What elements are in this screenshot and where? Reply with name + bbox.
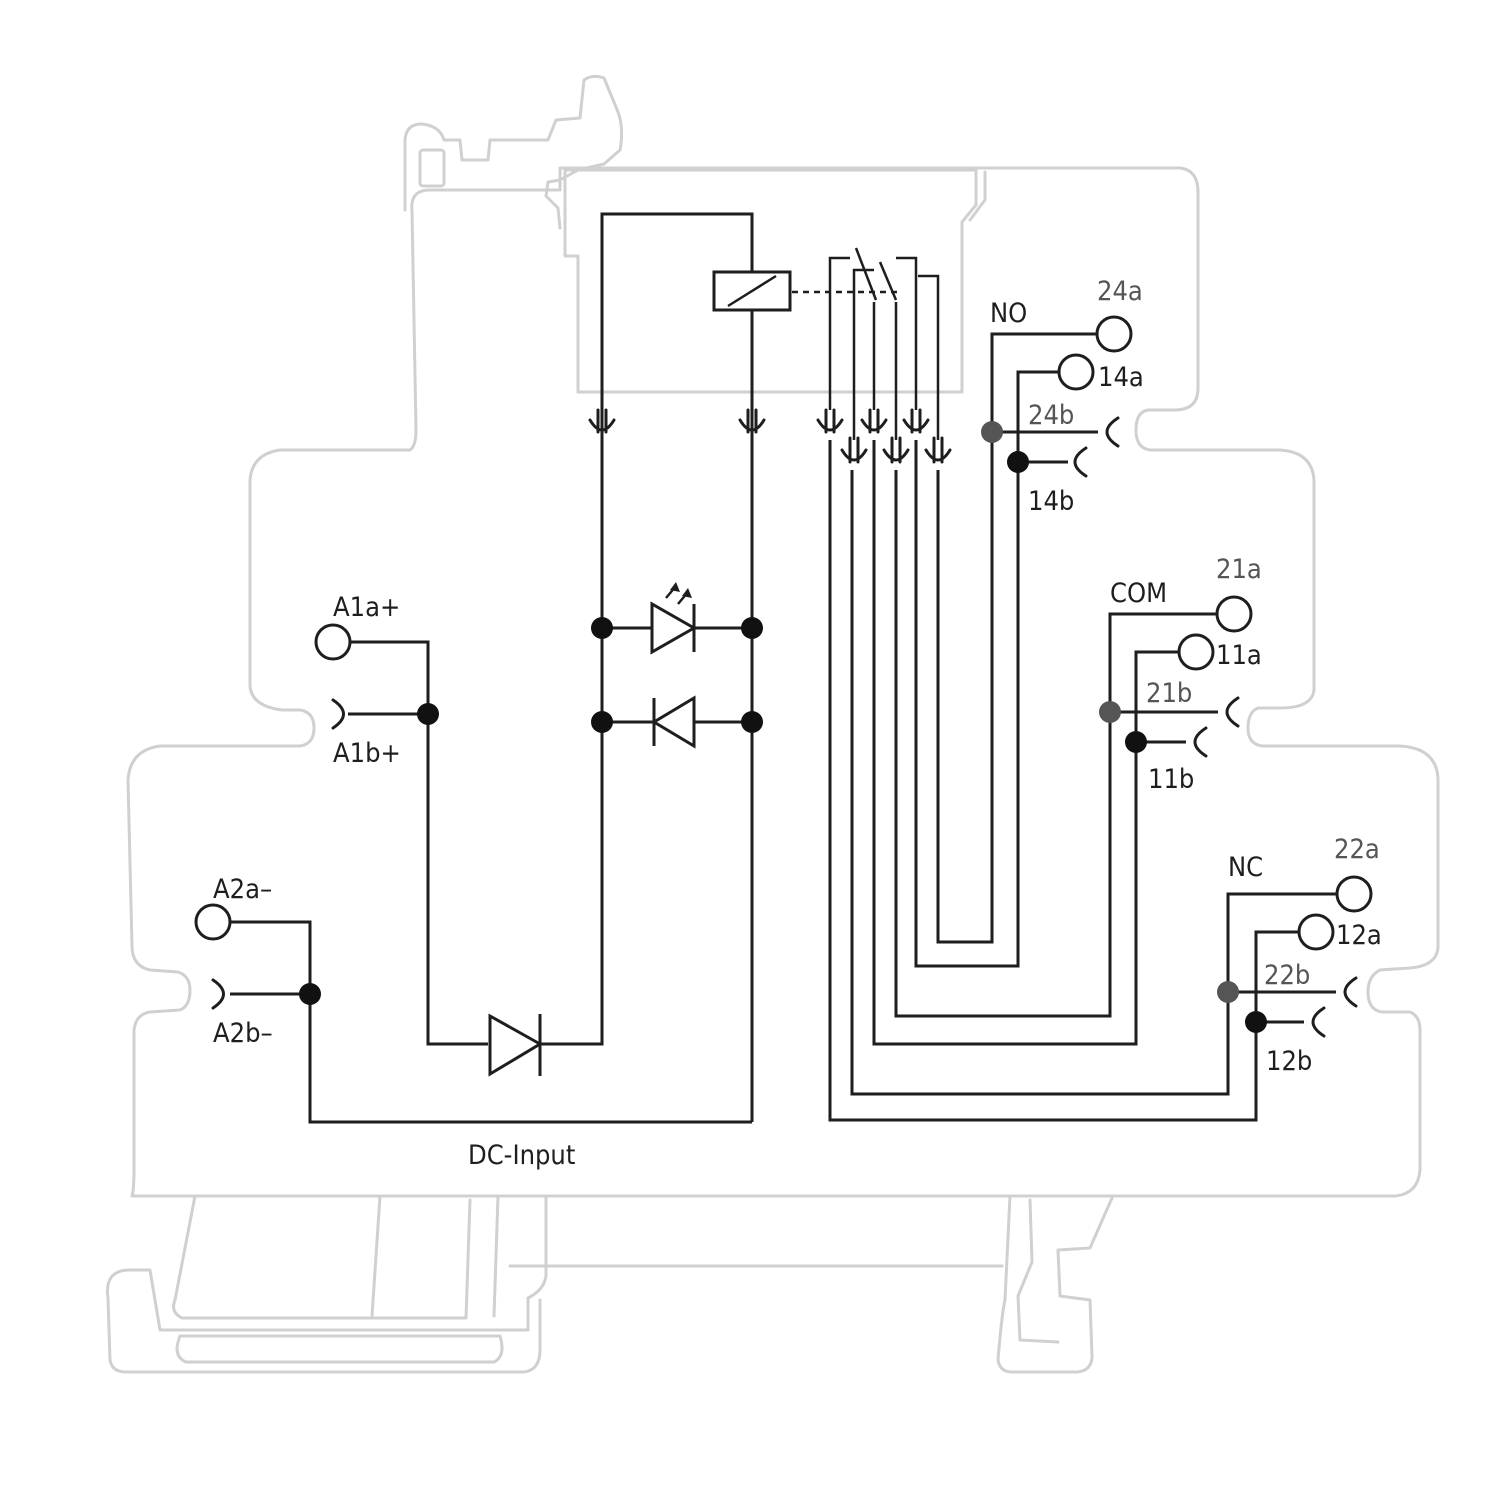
contact-wire-5 [896, 256, 918, 410]
terminal-22b-socket [1343, 976, 1358, 1008]
terminal-a2b-socket [211, 978, 225, 1010]
node-a2 [299, 983, 321, 1005]
led-indicator [650, 582, 698, 655]
terminal-12b-socket [1311, 1006, 1326, 1038]
label-a2a: A2a– [213, 874, 272, 905]
contact-plug-pins [816, 408, 952, 464]
terminal-14b-socket [1073, 446, 1088, 478]
label-a2b: A2b– [213, 1018, 273, 1049]
output-circuit [816, 247, 1373, 1122]
wire-a1a [350, 640, 488, 1046]
terminal-24a [1095, 315, 1133, 353]
housing-right-module [968, 170, 987, 222]
label-no: NO [990, 298, 1027, 329]
terminal-24b-socket [1105, 416, 1120, 448]
node-a1 [417, 703, 439, 725]
terminal-a1b-socket [331, 698, 345, 730]
housing-body [126, 166, 1440, 1198]
label-24a: 24a [1097, 276, 1143, 307]
led-arrow-head-2 [682, 588, 692, 598]
node-com [1099, 701, 1121, 723]
coil-plug-pins [588, 408, 766, 434]
label-21a: 21a [1216, 554, 1262, 585]
freewheel-diode-triangle [651, 695, 696, 749]
terminal-21b-socket [1225, 696, 1240, 728]
label-a1a: A1a+ [333, 592, 400, 623]
node-nc [1217, 981, 1239, 1003]
wire-out-6 [936, 332, 1098, 944]
wire-a2a [230, 920, 752, 1124]
terminal-22a [1335, 875, 1373, 913]
contact-pin-6 [924, 436, 952, 464]
contact-pin-4 [840, 436, 868, 464]
freewheel-diode [651, 695, 696, 749]
label-a1b: A1b+ [333, 738, 401, 769]
node-14 [1007, 451, 1029, 473]
terminal-12a [1297, 913, 1335, 951]
housing-latch-window [418, 148, 446, 188]
terminal-11a [1177, 633, 1215, 671]
series-diode-triangle [488, 1013, 543, 1077]
contact-pin-1 [816, 408, 844, 434]
series-diode [488, 1013, 543, 1077]
contact-blade-1 [854, 247, 878, 301]
label-nc: NC [1228, 852, 1263, 883]
led-triangle [650, 601, 698, 655]
wire-out-1 [828, 440, 1300, 1122]
coil-pin-left [588, 408, 616, 434]
node-no [981, 421, 1003, 443]
label-22a: 22a [1334, 834, 1380, 865]
wire-out-3 [872, 440, 1180, 1046]
label-14a: 14a [1098, 362, 1144, 393]
node-led-left [591, 617, 613, 639]
label-12a: 12a [1336, 920, 1382, 951]
terminal-14a [1057, 353, 1095, 391]
label-24b: 24b [1028, 400, 1074, 431]
housing-din-clip [508, 1194, 1114, 1374]
contact-wire-1 [828, 256, 850, 410]
wire-diode-to-coil [540, 212, 754, 1046]
label-11a: 11a [1216, 640, 1262, 671]
node-12 [1245, 1011, 1267, 1033]
label-com: COM [1110, 578, 1167, 609]
label-14b: 14b [1028, 486, 1074, 517]
terminal-a2a [194, 903, 232, 941]
label-dc-input: DC-Input [468, 1140, 575, 1171]
label-12b: 12b [1266, 1046, 1312, 1077]
node-diode-right [741, 711, 763, 733]
node-led-right [741, 617, 763, 639]
label-11b: 11b [1148, 764, 1194, 795]
terminal-a1a [314, 623, 352, 661]
coil-pin-right [738, 408, 766, 434]
housing-top-module [563, 168, 978, 394]
labels: A1a+ A1b+ A2a– A2b– DC-Input NO 24a 14a … [213, 276, 1382, 1171]
led-arrow-head-1 [670, 582, 680, 592]
contact-pin-3 [902, 408, 930, 434]
contact-pin-5 [882, 436, 910, 464]
wire-out-4 [894, 470, 1218, 1018]
contact-pin-2 [860, 408, 888, 434]
contact-wire-3 [852, 268, 874, 440]
terminal-11b-socket [1193, 726, 1208, 758]
relay-coil-slash [727, 274, 777, 308]
relay-housing-outline [105, 74, 1440, 1374]
contact-wire-6 [918, 274, 940, 440]
node-diode-left [591, 711, 613, 733]
housing-top-connector [403, 74, 624, 230]
wire-out-2 [850, 470, 1340, 1096]
node-11 [1125, 731, 1147, 753]
input-circuit [194, 212, 900, 1124]
wire-out-5 [914, 370, 1060, 968]
label-21b: 21b [1146, 678, 1192, 709]
label-22b: 22b [1264, 960, 1310, 991]
terminal-21a [1215, 595, 1253, 633]
housing-bottom-rail [105, 1194, 548, 1374]
contact-blade-2 [878, 261, 898, 301]
